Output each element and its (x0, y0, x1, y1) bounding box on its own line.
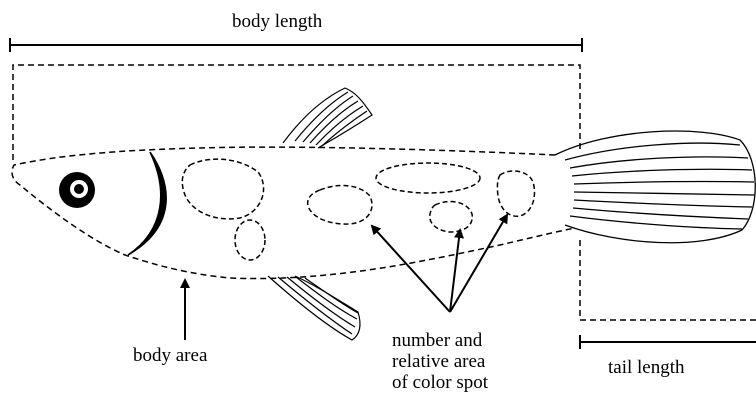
color-spot (430, 202, 473, 232)
color-spot-label-line: number and (392, 330, 488, 351)
body-area-label: body area (133, 346, 207, 366)
gill-cover (128, 152, 166, 255)
body-outline (12, 147, 575, 278)
tail-bounding-box (580, 240, 756, 320)
color-spot (308, 185, 372, 224)
color-spot (235, 220, 265, 260)
color-spot-label: number and relative area of color spot (392, 330, 488, 393)
color-spot-label-line: relative area (392, 351, 488, 372)
ventral-fin (268, 276, 360, 340)
color-spot (497, 171, 534, 216)
body-length-label: body length (232, 12, 322, 32)
body-bounding-box (13, 65, 580, 160)
body-length-bar (10, 38, 582, 52)
arrow (450, 215, 507, 312)
color-spot-label-line: of color spot (392, 372, 488, 393)
tail-length-bar (580, 335, 756, 349)
spot-arrows (372, 215, 507, 312)
eye (59, 172, 95, 208)
color-spot (182, 159, 263, 219)
color-spots (182, 159, 534, 260)
dorsal-fin (283, 88, 372, 148)
arrow (372, 226, 450, 312)
color-spot (376, 163, 480, 193)
arrow (450, 230, 460, 312)
tail-fin (555, 131, 755, 243)
tail-length-label: tail length (608, 358, 685, 378)
